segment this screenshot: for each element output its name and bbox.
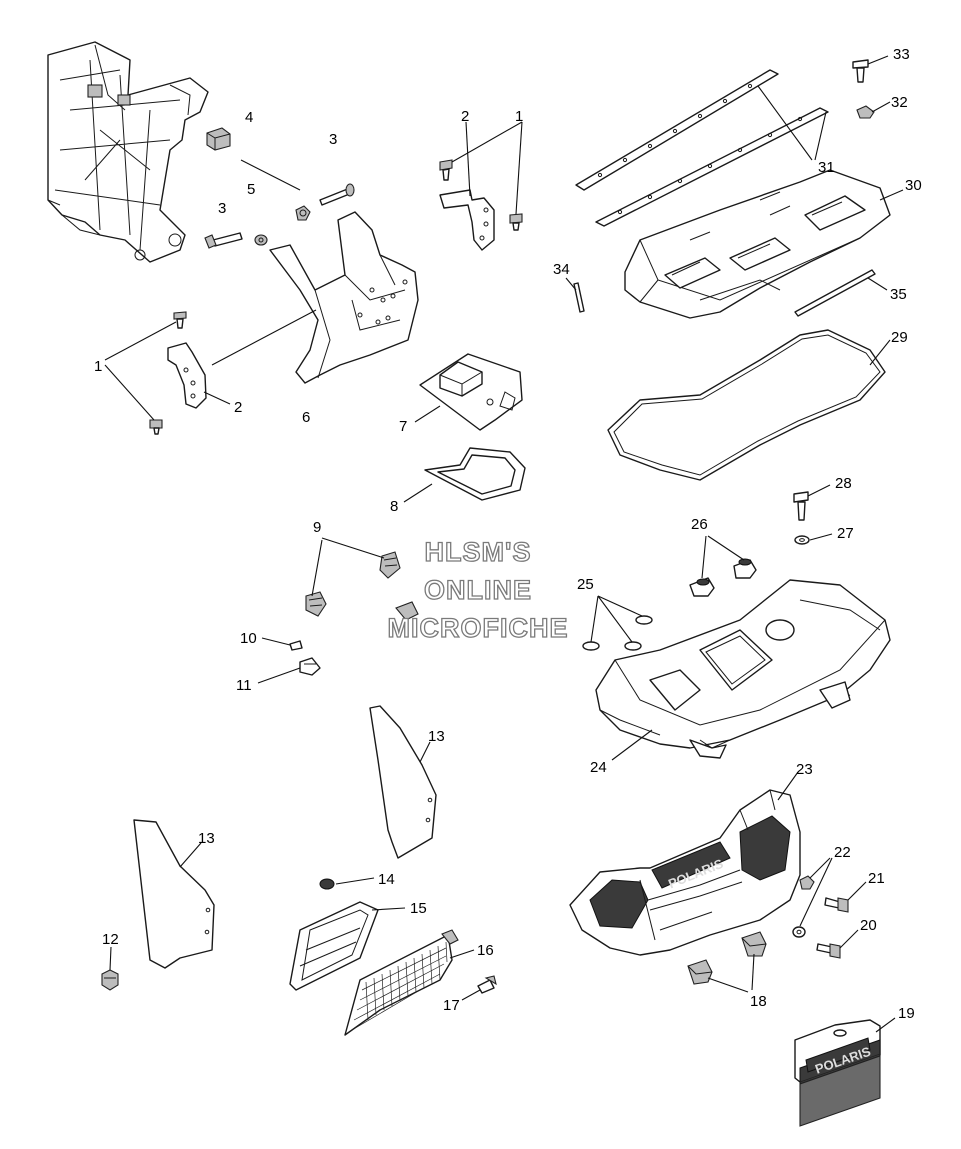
part-1-screw-left-lower [149, 419, 163, 435]
callout-34: 34 [553, 261, 570, 278]
part-9-latch-middle [395, 601, 419, 621]
part-6-front-bumper-bracket [269, 211, 419, 384]
part-13-side-panel-right [369, 705, 437, 859]
part-29-seal [607, 329, 886, 481]
watermark-line-1: HLSM'S [425, 537, 532, 567]
part-18-block-upper [741, 931, 767, 957]
callout-19: 19 [898, 1005, 915, 1022]
part-2-bracket-right [439, 189, 495, 251]
watermark-line-3: MICROFICHE [388, 613, 569, 643]
callout-14: 14 [378, 871, 395, 888]
part-31-rail-upper [575, 69, 779, 191]
callout-3-lower: 3 [218, 200, 226, 217]
callout-32: 32 [891, 94, 908, 111]
callout-24: 24 [590, 759, 607, 776]
callout-17: 17 [443, 997, 460, 1014]
callout-16: 16 [477, 942, 494, 959]
part-10-screw [289, 640, 303, 651]
part-9-latch-lower [305, 591, 327, 617]
part-14-grommet [319, 878, 335, 890]
callout-6: 6 [302, 409, 310, 426]
part-35-rod [794, 269, 876, 317]
callout-13-right: 13 [428, 728, 445, 745]
part-21-bolt [824, 897, 849, 913]
callout-20: 20 [860, 917, 877, 934]
part-22-washer-a [799, 875, 815, 890]
part-34-pin [573, 282, 585, 313]
callout-1-left: 1 [94, 358, 102, 375]
part-24-storage-box [595, 579, 891, 759]
part-19-front-plate: POLARIS [794, 1019, 881, 1127]
callout-22: 22 [834, 844, 851, 861]
part-2-bracket-left [167, 342, 207, 409]
callout-1-right: 1 [515, 108, 523, 125]
callout-2-right: 2 [461, 108, 469, 125]
part-23-front-bumper: POLARIS [569, 789, 801, 956]
part-20-bolt [816, 943, 841, 959]
part-25-clip-b [582, 641, 600, 651]
part-13-side-panel-left [133, 819, 215, 969]
callout-23: 23 [796, 761, 813, 778]
callout-4: 4 [245, 109, 253, 126]
callout-12: 12 [102, 931, 119, 948]
callout-8: 8 [390, 498, 398, 515]
part-3-bolt-lower [204, 232, 243, 249]
part-16-mesh-screen [344, 929, 459, 1036]
callout-13-left: 13 [198, 830, 215, 847]
part-5-nut-washer [254, 205, 311, 246]
part-7-ecu-mounting-plate [419, 353, 523, 431]
callout-33: 33 [893, 46, 910, 63]
part-3-bolt-upper [319, 183, 355, 206]
part-25-clip-c [624, 641, 642, 651]
part-30-storage-lid [624, 169, 891, 319]
watermark-line-2: ONLINE [424, 575, 532, 605]
part-22-washer-b [792, 926, 806, 938]
part-28-bolt [793, 491, 809, 521]
part-1-screw-right-b [509, 213, 523, 231]
callout-11: 11 [236, 677, 252, 694]
callout-2-left: 2 [234, 399, 242, 416]
callout-10: 10 [240, 630, 257, 647]
vehicle-frame [47, 41, 209, 263]
callout-29: 29 [891, 329, 908, 346]
callout-28: 28 [835, 475, 852, 492]
callout-26: 26 [691, 516, 708, 533]
part-12-screw [101, 969, 119, 991]
part-32-nut [856, 105, 875, 119]
callout-7: 7 [399, 418, 407, 435]
part-15-grille-frame [289, 901, 379, 991]
part-26-mount-right [733, 558, 757, 579]
callout-25: 25 [577, 576, 594, 593]
callout-5: 5 [247, 181, 255, 198]
part-9-latch-upper [379, 551, 401, 579]
callout-21: 21 [868, 870, 885, 887]
part-27-washer [794, 535, 810, 545]
callout-30: 30 [905, 177, 922, 194]
part-1-screw-left-upper [173, 311, 187, 329]
callout-27: 27 [837, 525, 854, 542]
part-26-mount-left [689, 577, 715, 597]
callout-35: 35 [890, 286, 907, 303]
callout-9: 9 [313, 519, 321, 536]
callout-labels: 1 2 1 2 3 3 4 5 6 7 8 9 10 11 12 13 13 1… [94, 46, 922, 1022]
watermark: HLSM'S ONLINE MICROFICHE [387, 536, 569, 643]
callout-31: 31 [818, 159, 835, 176]
part-4-bumper-block [206, 127, 231, 151]
part-18-block-lower [687, 959, 713, 985]
part-1-screw-right-a [439, 159, 453, 181]
callout-15: 15 [410, 900, 427, 917]
part-31-rail-lower [595, 107, 829, 227]
part-8-gasket [424, 447, 526, 501]
part-33-bolt [852, 59, 869, 83]
callout-3-upper: 3 [329, 131, 337, 148]
callout-18: 18 [750, 993, 767, 1010]
part-25-clip-a [635, 615, 653, 625]
part-11-clip [299, 657, 321, 676]
part-17-screw [477, 975, 497, 994]
